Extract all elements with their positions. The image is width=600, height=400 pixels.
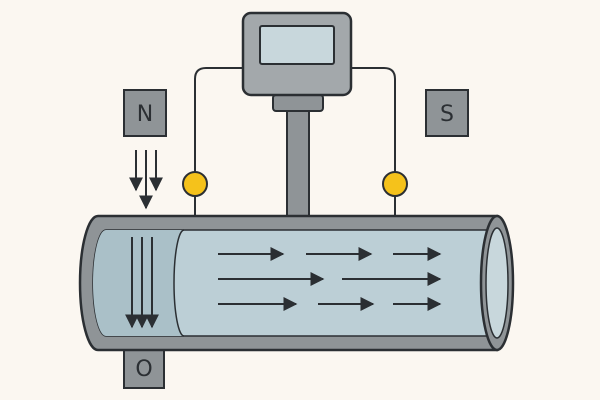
left-electrode — [182, 171, 208, 197]
meter-display-screen — [259, 25, 335, 65]
south-magnet-label: S — [440, 102, 454, 127]
north-magnet-label: N — [137, 102, 153, 127]
pipe-left-shade — [93, 230, 184, 336]
north-magnet-block — [123, 89, 167, 137]
pipe-right-opening-inner — [485, 227, 509, 339]
magnetic-field-arrows-inside — [125, 237, 159, 329]
south-magnet-block — [425, 89, 469, 137]
bottom-magnet-label: O — [135, 357, 152, 382]
magnetic-field-arrows-top — [129, 150, 163, 210]
right-electrode — [382, 171, 408, 197]
meter-stem — [286, 107, 310, 219]
flow-arrows — [218, 247, 442, 311]
bottom-magnet-block — [123, 347, 165, 389]
left-wire — [194, 67, 243, 172]
meter-collar — [272, 94, 324, 112]
right-wire — [351, 67, 396, 172]
pipe-inner-seam — [173, 229, 185, 337]
